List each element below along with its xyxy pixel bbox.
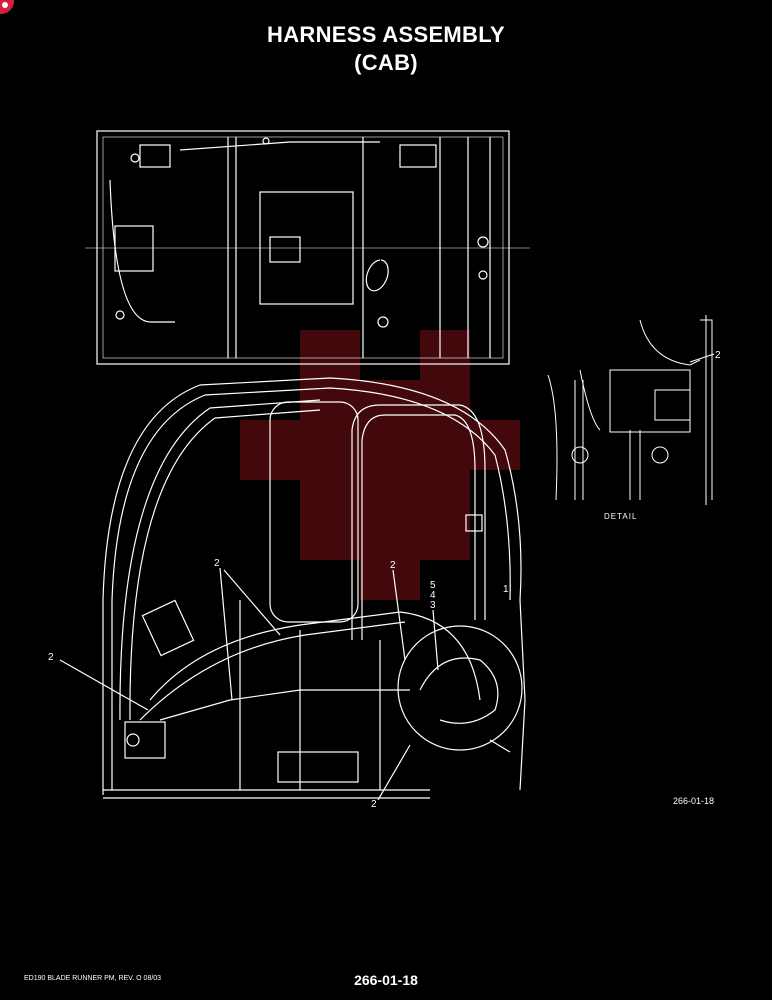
callout-2-left: 2: [48, 652, 54, 663]
page-title: HARNESS ASSEMBLY: [267, 22, 505, 47]
footer-page-number: 266-01-18: [354, 972, 418, 988]
detail-label: DETAIL: [604, 512, 638, 521]
callout-2-upper-left: 2: [214, 558, 220, 569]
footer-document-info: ED190 BLADE RUNNER PM, REV. O 08/03: [24, 975, 162, 982]
callout-3: 3: [430, 600, 436, 611]
watermark-logo: [240, 330, 520, 600]
callout-2-center: 2: [390, 560, 396, 571]
figure-number: 266-01-18: [673, 796, 715, 806]
page-subtitle: (CAB): [354, 50, 418, 75]
callout-1: 1: [503, 584, 509, 595]
callout-4: 4: [430, 590, 436, 601]
callout-2-detail: 2: [715, 350, 721, 361]
detail-view: [547, 315, 715, 505]
top-plan-view: [85, 130, 530, 365]
cab-side-view: [59, 377, 526, 801]
callout-2-bottom: 2: [371, 799, 377, 810]
callout-5: 5: [430, 580, 436, 591]
